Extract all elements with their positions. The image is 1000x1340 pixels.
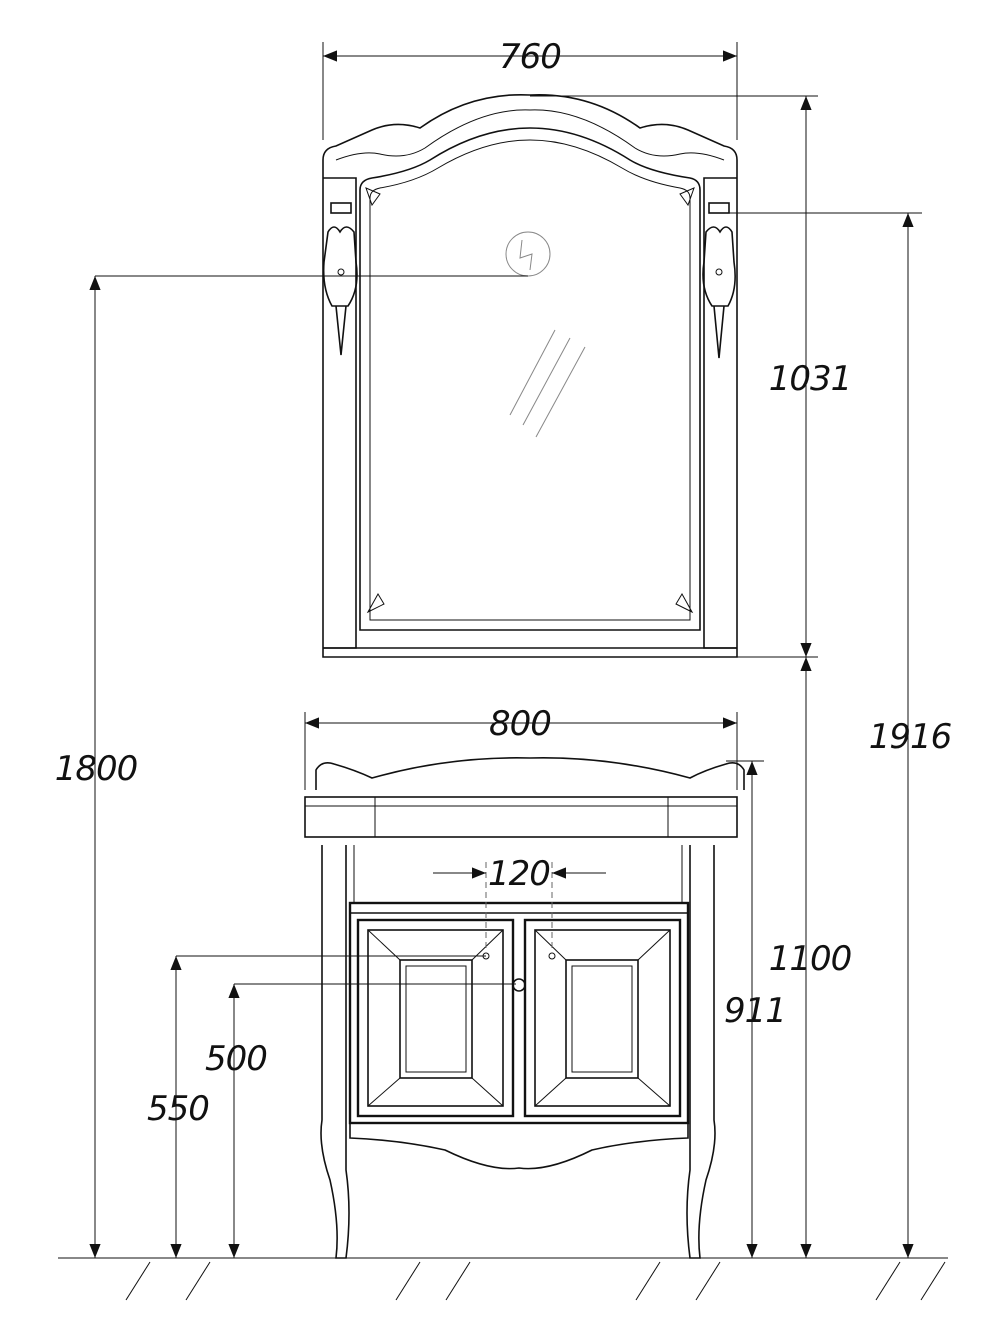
mirror-corner-ornament — [679, 187, 695, 207]
mirror — [322, 93, 738, 658]
left-door — [356, 918, 515, 1118]
floor-hatch-mark — [395, 1261, 421, 1301]
right-door-bevel — [534, 929, 671, 1107]
basin-backsplash — [315, 757, 745, 790]
right-leg — [686, 845, 716, 1259]
sconce-mount — [330, 202, 352, 214]
right-door — [523, 918, 682, 1118]
floor-hatch-mark — [635, 1261, 661, 1301]
mirror-glass-inner — [369, 139, 691, 621]
sconce-shade — [702, 226, 736, 307]
sconce-bulb — [337, 268, 345, 276]
dim-total-height: 1916 — [869, 717, 952, 757]
dim-mirror-height: 1031 — [769, 359, 852, 399]
door-knob — [512, 978, 526, 992]
sconce-mount — [708, 202, 730, 214]
left-door-bevel — [367, 929, 504, 1107]
mirror-corner-ornament — [366, 593, 385, 614]
dim-upper-pipe-height: 550 — [147, 1089, 209, 1129]
dim-mirror-bottom-height: 1100 — [769, 939, 852, 979]
floor-hatch — [125, 1261, 946, 1301]
dim-vanity-height: 911 — [724, 991, 786, 1031]
left-door-panel — [399, 959, 473, 1079]
sconce-stem — [335, 305, 347, 356]
dim-socket-height: 1800 — [55, 749, 138, 789]
right-door-panel — [565, 959, 639, 1079]
cabinet-apron — [349, 1123, 689, 1170]
sconce-bulb — [715, 268, 723, 276]
floor-hatch-mark — [695, 1261, 721, 1301]
dimension-labels: 760 800 120 1031 1100 1916 911 1800 550 … — [55, 37, 953, 1129]
left-leg — [320, 845, 350, 1259]
floor-hatch-mark — [185, 1261, 211, 1301]
glass-reflection — [535, 346, 586, 438]
right-door-panel-inner — [571, 965, 633, 1073]
mirror-corner-ornament — [675, 593, 694, 614]
electrical-socket-icon — [505, 231, 551, 277]
left-sconce — [322, 202, 358, 356]
dimension-lines — [89, 42, 922, 1258]
cabinet-body — [348, 901, 690, 1125]
mirror-crest-inner — [335, 109, 725, 161]
mirror-frame-outer — [322, 93, 738, 658]
glass-reflection — [522, 337, 571, 426]
dim-handle-spacing: 120 — [488, 854, 550, 894]
floor-hatch-mark — [125, 1261, 151, 1301]
basin-countertop — [304, 796, 738, 838]
vanity — [304, 757, 745, 1259]
mirror-left-post — [323, 177, 357, 649]
floor-hatch-mark — [875, 1261, 901, 1301]
floor — [58, 1257, 948, 1301]
right-sconce — [702, 202, 736, 359]
dim-mirror-width: 760 — [499, 37, 561, 77]
glass-reflection — [509, 329, 556, 416]
sconce-shade — [322, 226, 358, 307]
floor-hatch-mark — [445, 1261, 471, 1301]
left-door-panel-inner — [405, 965, 467, 1073]
mirror-corner-ornament — [365, 187, 381, 207]
sconce-stem — [713, 305, 725, 359]
mirror-glass-frame — [359, 127, 701, 631]
mirror-right-post — [703, 177, 737, 649]
floor-hatch-mark — [920, 1261, 946, 1301]
pipe-outlet — [548, 952, 556, 960]
dim-lower-pipe-height: 500 — [205, 1039, 267, 1079]
dim-vanity-width: 800 — [489, 704, 551, 744]
